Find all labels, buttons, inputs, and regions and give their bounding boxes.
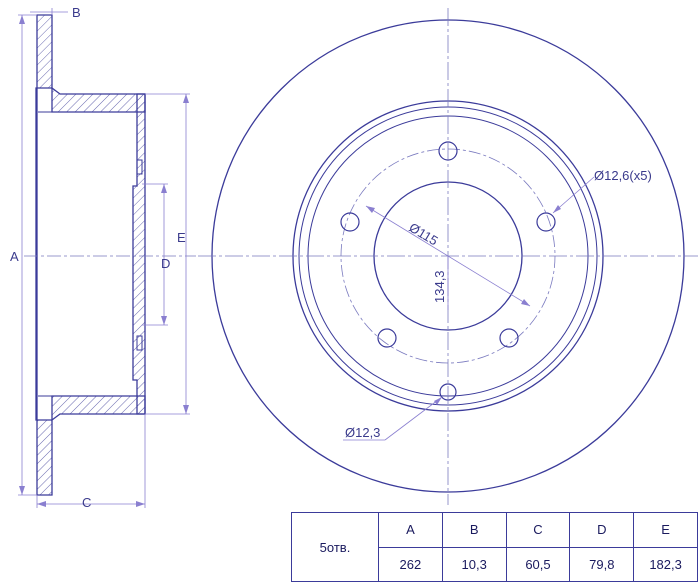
dim-label-c: C [82,495,91,510]
bolt-hole [340,212,360,232]
side-section-view: A B C D E [10,5,196,510]
bolt-hole [377,328,397,348]
table-header-row: 5отв. A B C D E [291,512,698,582]
hub-face-section [132,93,146,415]
value-cell-d: 79,8 [569,546,635,582]
header-cell-d: D [569,512,635,548]
dim-label-e: E [177,230,186,245]
header-cell-e: E [633,512,698,548]
disc-flange-section [35,14,53,496]
dim-label-bolt-holes: Ø12,6(x5) [594,168,652,183]
hat-bottom-wall [51,395,146,422]
value-cell-e: 182,3 [633,546,698,582]
hat-top-wall [51,86,146,113]
dim-label-pcd: Ø115 [406,220,440,249]
front-view: Ø115 134,3 Ø12,6(x5) Ø12,3 [198,8,698,505]
dim-label-b: B [72,5,81,20]
holes-cell: 5отв. [291,512,379,582]
bolt-hole [536,212,556,232]
dim-label-d: D [161,256,170,271]
value-cell-c: 60,5 [505,546,571,582]
table-value-row: 262 10,3 60,5 79,8 182,3 [292,546,698,582]
header-cell-c: C [505,512,571,548]
dim-label-small-hole: Ø12,3 [345,425,380,440]
bolt-hole [499,328,519,348]
header-cell-b: B [441,512,507,548]
dim-label-a: A [10,249,19,264]
spec-table: 5отв. A B C D E 262 10,3 60,5 79,8 182,3 [291,512,698,582]
value-cell-a: 262 [378,546,443,582]
dim-label-radial: 134,3 [432,270,447,303]
value-cell-b: 10,3 [441,546,507,582]
header-cell-a: A [378,512,443,548]
